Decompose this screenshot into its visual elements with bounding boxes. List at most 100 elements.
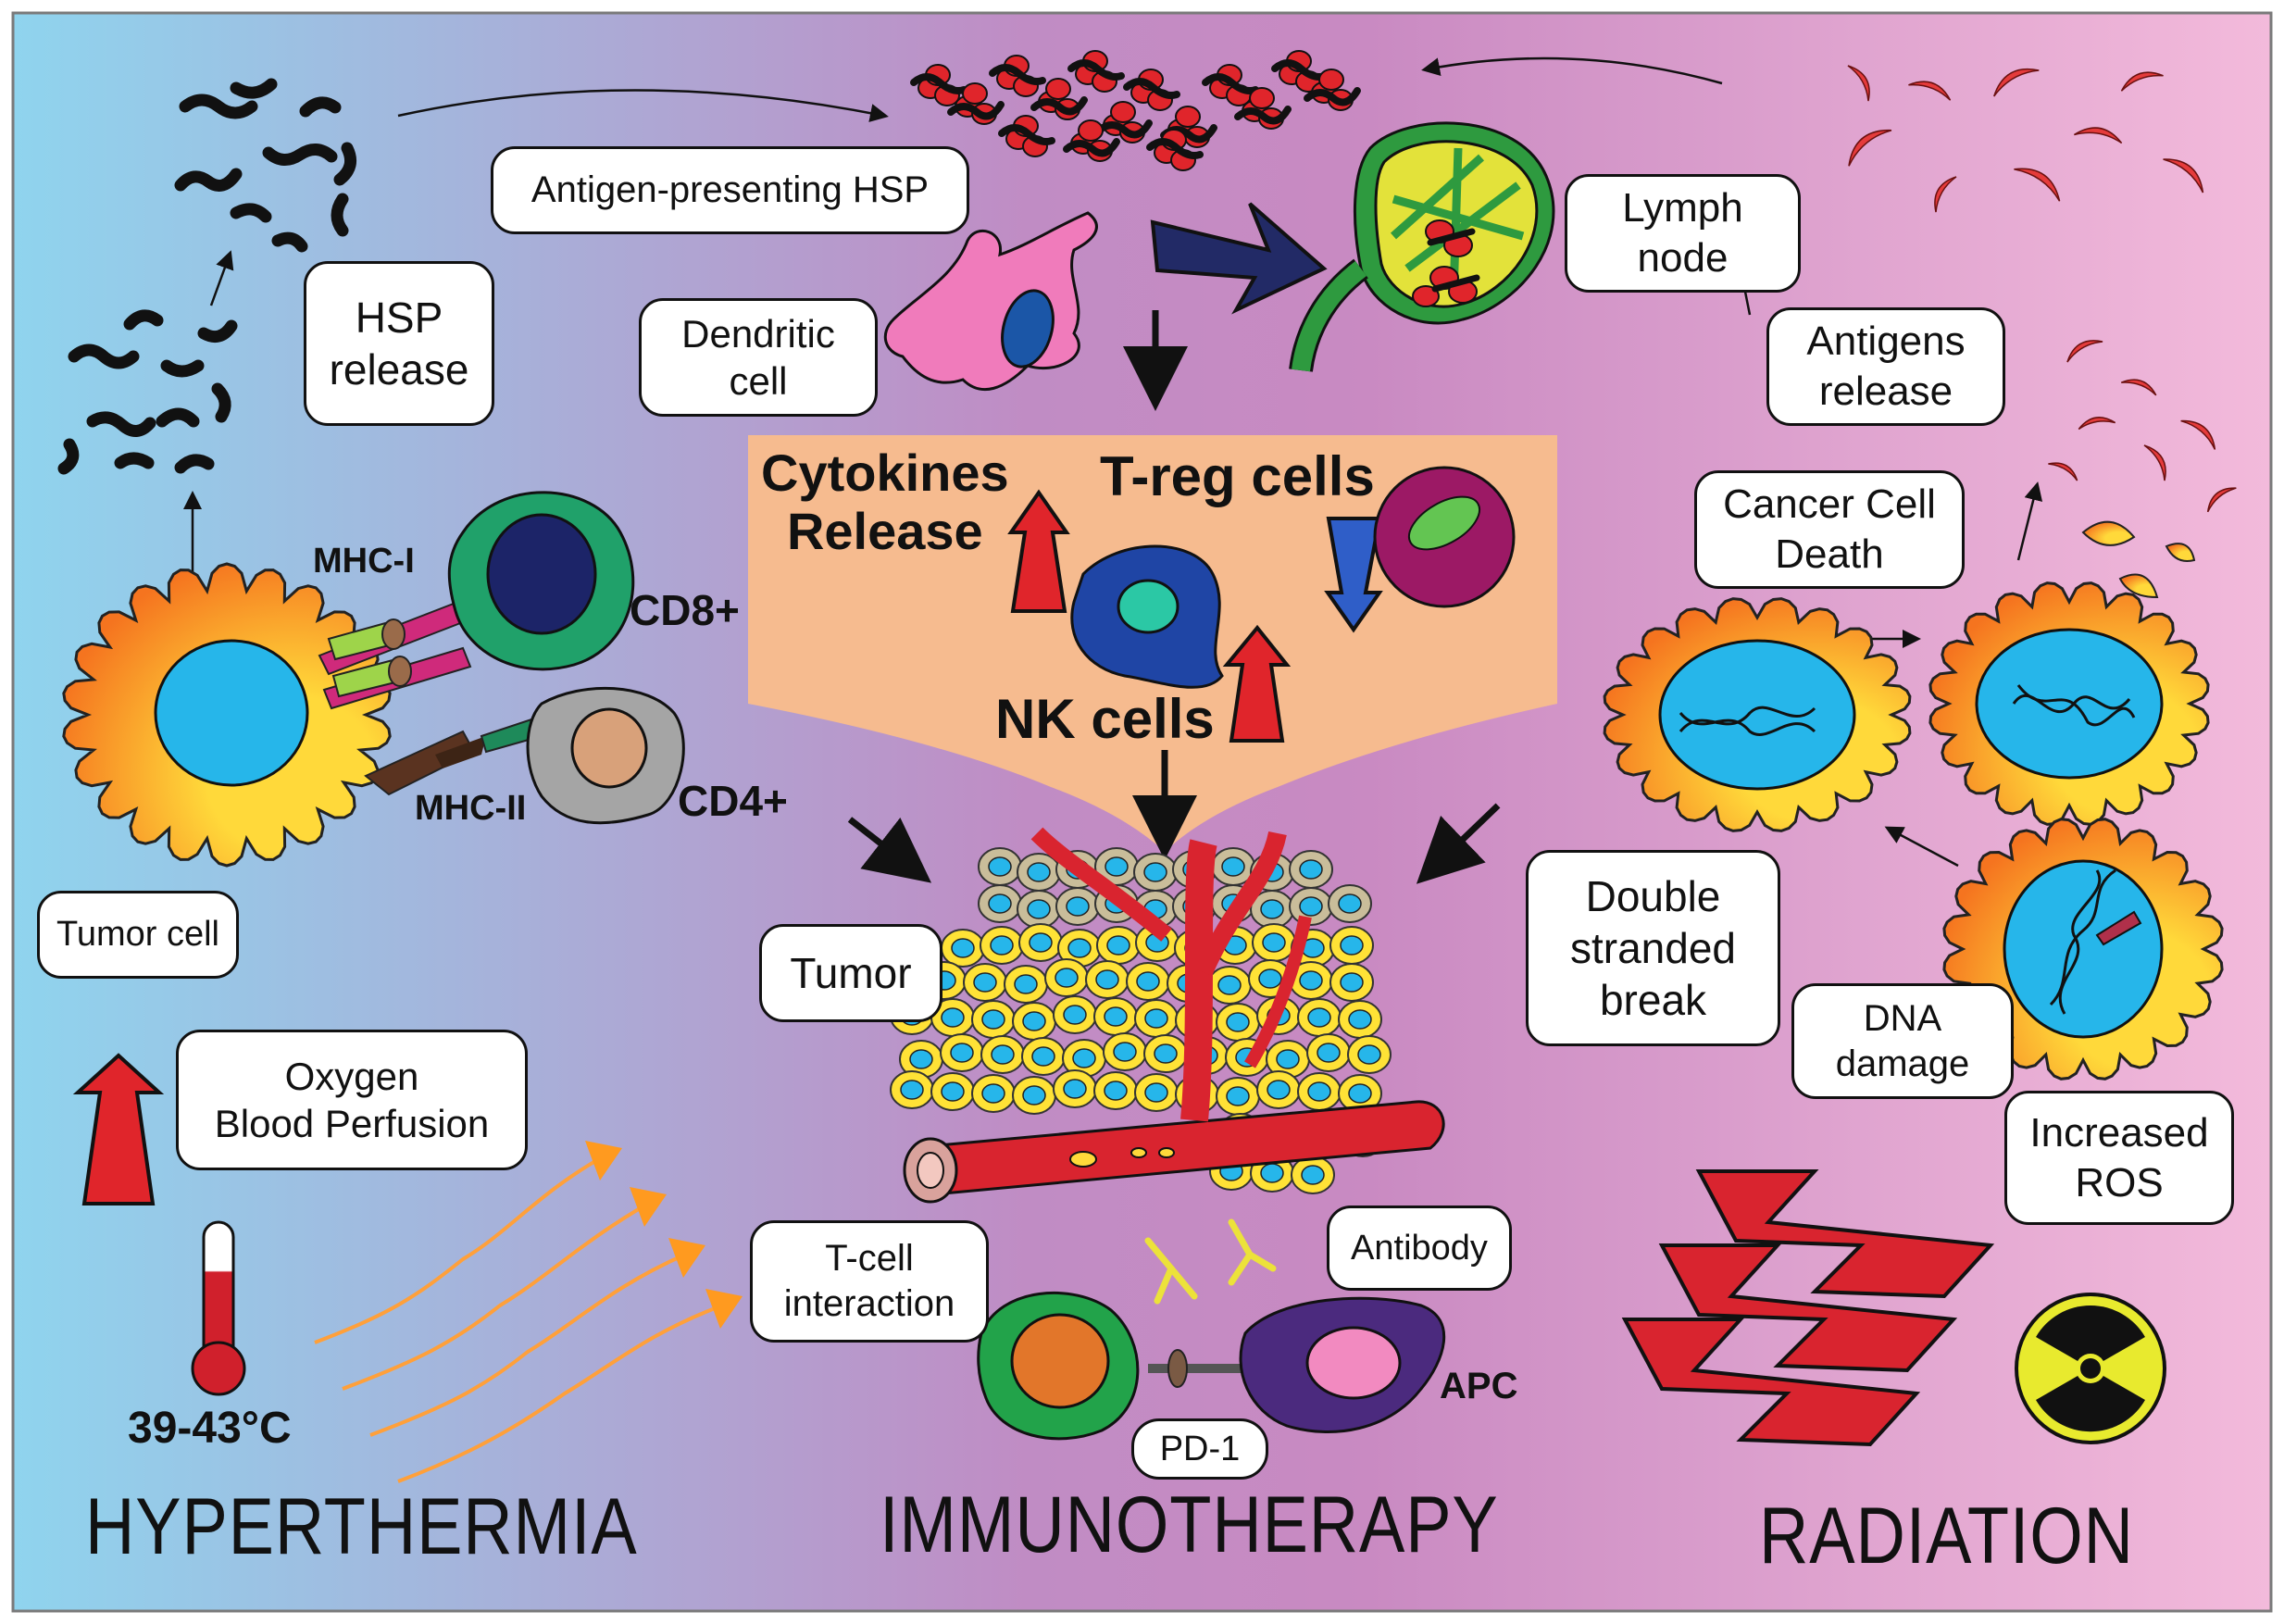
tumor-cell [1291, 1156, 1335, 1194]
arrows-to-tumor [847, 750, 1501, 884]
hsp-complex [910, 64, 967, 106]
antigen-crescent [2014, 168, 2061, 202]
cd4-t-cell [526, 686, 685, 825]
antigen-crescent [2163, 158, 2204, 194]
hsp-complex [1271, 50, 1329, 93]
tumor-cell-label: Tumor cell [37, 891, 239, 979]
tumor-cell [1211, 847, 1255, 886]
tumor-cell [1328, 884, 1372, 923]
tumor-cell [890, 1070, 934, 1109]
tumor-cell [963, 963, 1007, 1002]
tumor-cell [978, 884, 1022, 923]
antigen-crescent [2120, 71, 2164, 92]
cell-dying [1928, 581, 2210, 826]
antibody-icons [1144, 1218, 1277, 1305]
tumor-cell [980, 926, 1024, 965]
tumor-cell [899, 1040, 943, 1079]
antigen-crescent [2143, 444, 2166, 481]
t-cell-interaction-label: T-cell interaction [750, 1220, 989, 1343]
hsp-complex [1146, 129, 1204, 171]
hsp-complex [1063, 119, 1120, 162]
tumor-cell-left [62, 562, 392, 868]
antigen-crescent [2073, 127, 2123, 144]
treg-cells-label: T-reg cells [1100, 445, 1375, 507]
up-arrow-icon-shape [72, 1053, 165, 1206]
lymph-node-label: Lymph node [1565, 174, 1801, 293]
apc-cell [1239, 1296, 1446, 1434]
antigens-release-label: Antigens release [1766, 307, 2005, 426]
tumor-cell [1216, 1077, 1260, 1116]
tumor-cell [1133, 853, 1178, 892]
tumor-cell [941, 929, 985, 968]
pd1-connector [1148, 1349, 1245, 1388]
tumor-cell [1012, 1002, 1056, 1041]
section-title-hyperthermia: HYPERTHERMIA [85, 1482, 638, 1571]
antigen-presenting-hsp-label: Antigen-presenting HSP [491, 146, 969, 234]
hsp-complex [998, 115, 1055, 157]
tumor-cell [1306, 1033, 1351, 1072]
tumor-cell [971, 1000, 1016, 1039]
apc-label: APC [1440, 1366, 1518, 1406]
cd8-t-cell [447, 491, 635, 671]
heat-wave-icon [314, 1156, 723, 1483]
hsp-complex [947, 82, 1005, 125]
nk-cells-label: NK cells [995, 688, 1215, 750]
cancer-cell-death-label: Cancer Cell Death [1694, 470, 1965, 589]
antigen-crescents-top [1847, 65, 2204, 213]
section-title-immunotherapy: IMMUNOTHERAPY [880, 1480, 1499, 1569]
tumor-cell [1143, 1034, 1188, 1073]
antigen-crescent [2180, 419, 2216, 450]
lightning-bolt-icon [1621, 1169, 1995, 1447]
tumor-label: Tumor [759, 924, 942, 1022]
heat-wave-arrowheads [585, 1141, 743, 1329]
thin-arrow-antigens-to-hsp [1421, 56, 1723, 85]
antigen-crescent [1848, 129, 1892, 167]
antigen-crescent [2120, 379, 2157, 396]
cd8-label: CD8+ [630, 586, 740, 634]
cd4-label: CD4+ [678, 777, 788, 825]
mhc2-label: MHC-II [415, 789, 527, 828]
antigen-crescent [1993, 68, 2040, 97]
tumor-cell [1338, 1074, 1382, 1113]
tumor-cell [1096, 926, 1141, 965]
antigen-crescent [1847, 65, 1870, 102]
double-stranded-break-label: Double stranded break [1526, 850, 1780, 1046]
tumor-cell [971, 1074, 1016, 1113]
antigen-crescent [1934, 176, 1957, 213]
antigen-crescent [1908, 81, 1952, 101]
treg-cell [1373, 466, 1516, 608]
tumor-cell [930, 1072, 975, 1111]
antibody-label: Antibody [1327, 1206, 1512, 1291]
hsp-complex [1304, 69, 1361, 111]
cell-dsb [1603, 597, 1912, 832]
antigen-crescent [2048, 462, 2078, 481]
oxygen-perfusion-label: Oxygen Blood Perfusion [176, 1030, 528, 1170]
tumor-cell [1004, 965, 1048, 1004]
tumor-cell [1297, 998, 1342, 1037]
tumor-cell [1256, 1070, 1301, 1109]
dna-damage-label: DNA damage [1791, 983, 2014, 1099]
tumor-cell [1021, 1037, 1066, 1076]
antigen-crescent [2066, 340, 2103, 363]
antigen-crescent [2078, 417, 2116, 431]
blood-vessel [903, 827, 1445, 1204]
mhc1-receptors [318, 600, 472, 710]
tumor-cell [1044, 958, 1089, 997]
antigen-crescent [2206, 487, 2237, 513]
tumor-cell [978, 847, 1022, 886]
cell-fragments [2081, 520, 2196, 599]
nk-up-arrow-icon [1222, 624, 1292, 743]
tumor-cell [1126, 962, 1170, 1001]
tumor-cell [1216, 1003, 1260, 1042]
tumor-cell [1053, 995, 1097, 1034]
nk-cell [1070, 544, 1224, 689]
section-title-radiation: RADIATION [1759, 1492, 2134, 1580]
antigen-hsp-complexes [910, 50, 1361, 171]
pd1-label: PD-1 [1131, 1418, 1268, 1480]
tumor-cell [940, 1033, 984, 1072]
tumor-cell [1134, 999, 1179, 1038]
hsp-complex [1123, 69, 1180, 111]
cytokine-up-arrow-icon [1007, 489, 1070, 613]
tumor-cell [1338, 1000, 1382, 1039]
